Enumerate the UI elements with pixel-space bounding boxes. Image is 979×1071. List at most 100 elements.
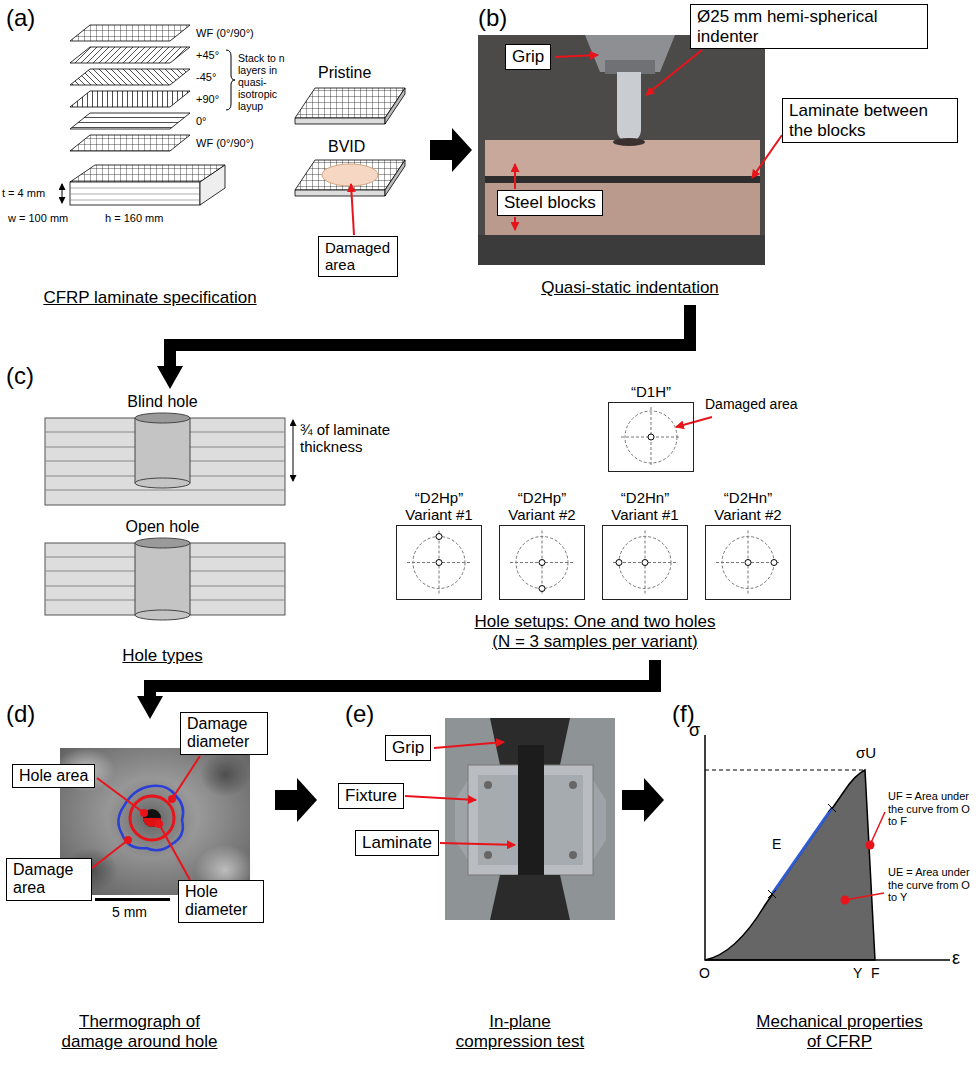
flow-arrow [622, 778, 664, 822]
chart-label: E [772, 836, 781, 852]
indentation-photo [485, 183, 760, 235]
open-hole-section [45, 538, 285, 620]
hole-layout [407, 531, 471, 595]
hole-layout [613, 531, 677, 595]
thermograph [130, 796, 174, 840]
callout-box: Steel blocks [497, 190, 603, 216]
hole-setup-box: “D1H” [608, 402, 694, 472]
hole-marker [616, 560, 622, 566]
indentation-photo [514, 164, 516, 189]
stack-note: Stack to n layers in quasi-isotropic lay… [238, 52, 296, 112]
laminate-block [70, 188, 200, 200]
hole-marker [642, 560, 648, 566]
callout-box: Ø25 mm hemi-spherical indenter [690, 4, 928, 49]
flow-arrow [157, 366, 183, 389]
callout-label: Damaged area [705, 396, 798, 412]
indentation-photo [485, 176, 760, 183]
stress-strain-chart [841, 896, 850, 905]
leader-arrow [676, 417, 712, 427]
hole-marker [771, 560, 777, 566]
scale-label: 5 mm [112, 904, 147, 920]
compression-photo [593, 780, 606, 860]
compression-photo [445, 718, 615, 920]
compression-photo [490, 875, 570, 920]
open-hole-section [135, 543, 190, 615]
callout-text: Ø25 mm hemi-spherical indenter [697, 7, 921, 46]
laminate-block [200, 165, 225, 205]
indentation-photo [617, 72, 641, 130]
dimension: w = 100 mm [8, 212, 68, 225]
open-hole-section [45, 543, 285, 615]
compression-photo [405, 718, 615, 920]
pristine-plate [295, 88, 405, 124]
stress-strain-chart [705, 770, 863, 771]
callout-text: Laminate [362, 833, 432, 853]
setup-heading: “D2Hp” Variant #1 [397, 489, 481, 524]
compression-photo [484, 781, 492, 789]
bvid-plate [295, 160, 405, 235]
indentation-photo [752, 135, 782, 178]
flow-arrow [430, 128, 472, 172]
laminate-block [70, 165, 225, 182]
callout-box: Damage diameter [180, 712, 268, 755]
compression-photo [440, 843, 515, 845]
bvid-plate [385, 160, 405, 196]
leader-line [159, 824, 190, 880]
bvid-plate [322, 164, 378, 186]
callout-text: Grip [512, 47, 544, 67]
stress-strain-chart [866, 841, 875, 850]
callout-text: Fixture [345, 786, 397, 806]
indentation-photo [478, 35, 782, 265]
callout-text: Damage area [13, 861, 85, 898]
flow-arrow [275, 778, 317, 822]
blind-hole-section [45, 413, 293, 505]
axis-point: Y [853, 965, 862, 981]
panel-caption: Hole types [80, 646, 245, 666]
panel-letter: (e) [345, 700, 374, 728]
compression-photo [434, 742, 504, 748]
indentation-photo [613, 138, 645, 146]
sample-label: Pristine [318, 64, 371, 82]
bvid-plate [351, 184, 354, 235]
stress-strain-chart [705, 770, 875, 960]
axis-point: O [699, 965, 710, 981]
flow-arrow [170, 305, 690, 368]
panel-caption: Hole setups: One and two holes (N = 3 sa… [465, 612, 725, 651]
hole-layout [716, 531, 780, 595]
callout-box: Hole diameter [178, 880, 264, 923]
bvid-plate [295, 190, 385, 196]
indentation-photo [514, 217, 516, 230]
compression-photo [405, 796, 476, 800]
open-hole-section [135, 543, 190, 615]
panel-caption: Mechanical properties of CFRP [752, 1012, 927, 1051]
hole-layout [621, 407, 681, 467]
laminate-block [70, 182, 200, 205]
thermograph [143, 818, 161, 827]
laminate-block [62, 165, 225, 205]
leader-line [125, 837, 131, 843]
panel-letter: (a) [6, 4, 35, 32]
panel-letter: (d) [6, 700, 35, 728]
compression-photo [484, 851, 492, 859]
ply-stack [70, 47, 190, 63]
ply-stack [70, 69, 190, 85]
leader-line [172, 756, 200, 799]
chart-note: UF = Area under the curve from O to F [888, 790, 974, 828]
open-hole-section [135, 610, 190, 620]
hole-type-label: Open hole [115, 518, 210, 536]
callout-text: Steel blocks [504, 193, 596, 213]
ply-label: 0° [196, 115, 207, 128]
chart-note: UE = Area under the curve from O to Y [888, 866, 974, 904]
ply-stack [70, 91, 190, 107]
hole-type-label: Blind hole [115, 393, 210, 411]
blind-hole-section [135, 413, 190, 423]
hole-marker [539, 586, 545, 592]
hole-marker [648, 434, 654, 440]
callout-box: Hole area [12, 764, 95, 788]
ply-stack [226, 50, 235, 110]
axis-point: F [871, 965, 880, 981]
setup-heading: “D1H” [609, 383, 693, 400]
ply-label: WF (0°/90°) [196, 137, 254, 150]
ply-stack [70, 25, 190, 41]
leader-arrow [676, 417, 712, 427]
